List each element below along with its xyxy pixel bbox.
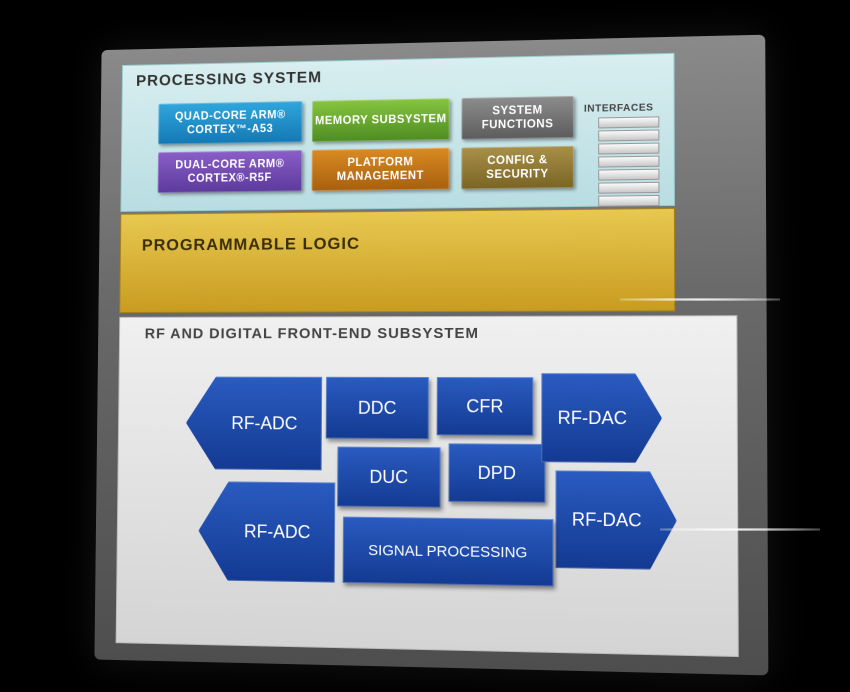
rf-adc-bottom-label: RF-ADC <box>223 521 311 543</box>
signal-processing-label: SIGNAL PROCESSING <box>368 541 527 561</box>
dpd-label: DPD <box>478 462 516 484</box>
platform-management-block: PLATFORM MANAGEMENT <box>312 148 450 191</box>
rf-adc-bottom-block: RF-ADC <box>198 481 335 583</box>
interface-bar <box>598 169 659 181</box>
interfaces-stack <box>598 116 659 208</box>
config-security-label: CONFIG & SECURITY <box>461 153 573 182</box>
quad-core-arm-label: QUAD-CORE ARM® CORTEX™-A53 <box>158 108 302 138</box>
rf-adc-top-block: RF-ADC <box>186 377 323 471</box>
system-functions-label: SYSTEM FUNCTIONS <box>462 103 574 133</box>
rf-subsystem-section: RF AND DIGITAL FRONT-END SUBSYSTEM RF-AD… <box>116 315 739 657</box>
dpd-block: DPD <box>448 443 545 503</box>
quad-core-arm-block: QUAD-CORE ARM® CORTEX™-A53 <box>158 101 302 144</box>
ddc-label: DDC <box>358 397 397 418</box>
interface-bar <box>598 182 659 194</box>
interfaces-label: INTERFACES <box>584 102 654 114</box>
rf-dac-bottom-block: RF-DAC <box>555 470 676 570</box>
cfr-block: CFR <box>437 377 534 436</box>
edge-glow <box>660 528 820 531</box>
platform-management-label: PLATFORM MANAGEMENT <box>312 155 450 185</box>
rf-subsystem-title: RF AND DIGITAL FRONT-END SUBSYSTEM <box>145 325 479 342</box>
soc-chip: PROCESSING SYSTEM QUAD-CORE ARM® CORTEX™… <box>94 35 768 676</box>
dual-core-arm-label: DUAL-CORE ARM® CORTEX®-R5F <box>158 157 302 186</box>
signal-processing-block: SIGNAL PROCESSING <box>343 517 554 587</box>
edge-glow <box>620 298 780 301</box>
system-functions-block: SYSTEM FUNCTIONS <box>461 96 573 140</box>
processing-system-title: PROCESSING SYSTEM <box>136 69 322 90</box>
interface-bar <box>598 156 659 168</box>
memory-subsystem-label: MEMORY SUBSYSTEM <box>315 112 447 128</box>
dual-core-arm-block: DUAL-CORE ARM® CORTEX®-R5F <box>158 150 303 193</box>
programmable-logic-title: PROGRAMMABLE LOGIC <box>142 234 360 255</box>
rf-dac-top-block: RF-DAC <box>541 373 662 463</box>
memory-subsystem-block: MEMORY SUBSYSTEM <box>312 98 450 142</box>
rf-dac-bottom-label: RF-DAC <box>572 509 660 532</box>
interface-bar <box>598 143 659 155</box>
ddc-block: DDC <box>326 377 429 439</box>
interface-bar <box>598 129 659 141</box>
duc-label: DUC <box>369 466 408 487</box>
interface-bar <box>598 195 659 207</box>
rf-adc-top-label: RF-ADC <box>210 413 298 434</box>
programmable-logic-section: PROGRAMMABLE LOGIC <box>119 208 675 313</box>
config-security-block: CONFIG & SECURITY <box>461 146 573 189</box>
processing-system-section: PROCESSING SYSTEM QUAD-CORE ARM® CORTEX™… <box>120 53 674 212</box>
cfr-label: CFR <box>466 396 503 417</box>
duc-block: DUC <box>337 447 440 508</box>
rf-dac-top-label: RF-DAC <box>558 407 646 429</box>
interface-bar <box>598 116 659 128</box>
